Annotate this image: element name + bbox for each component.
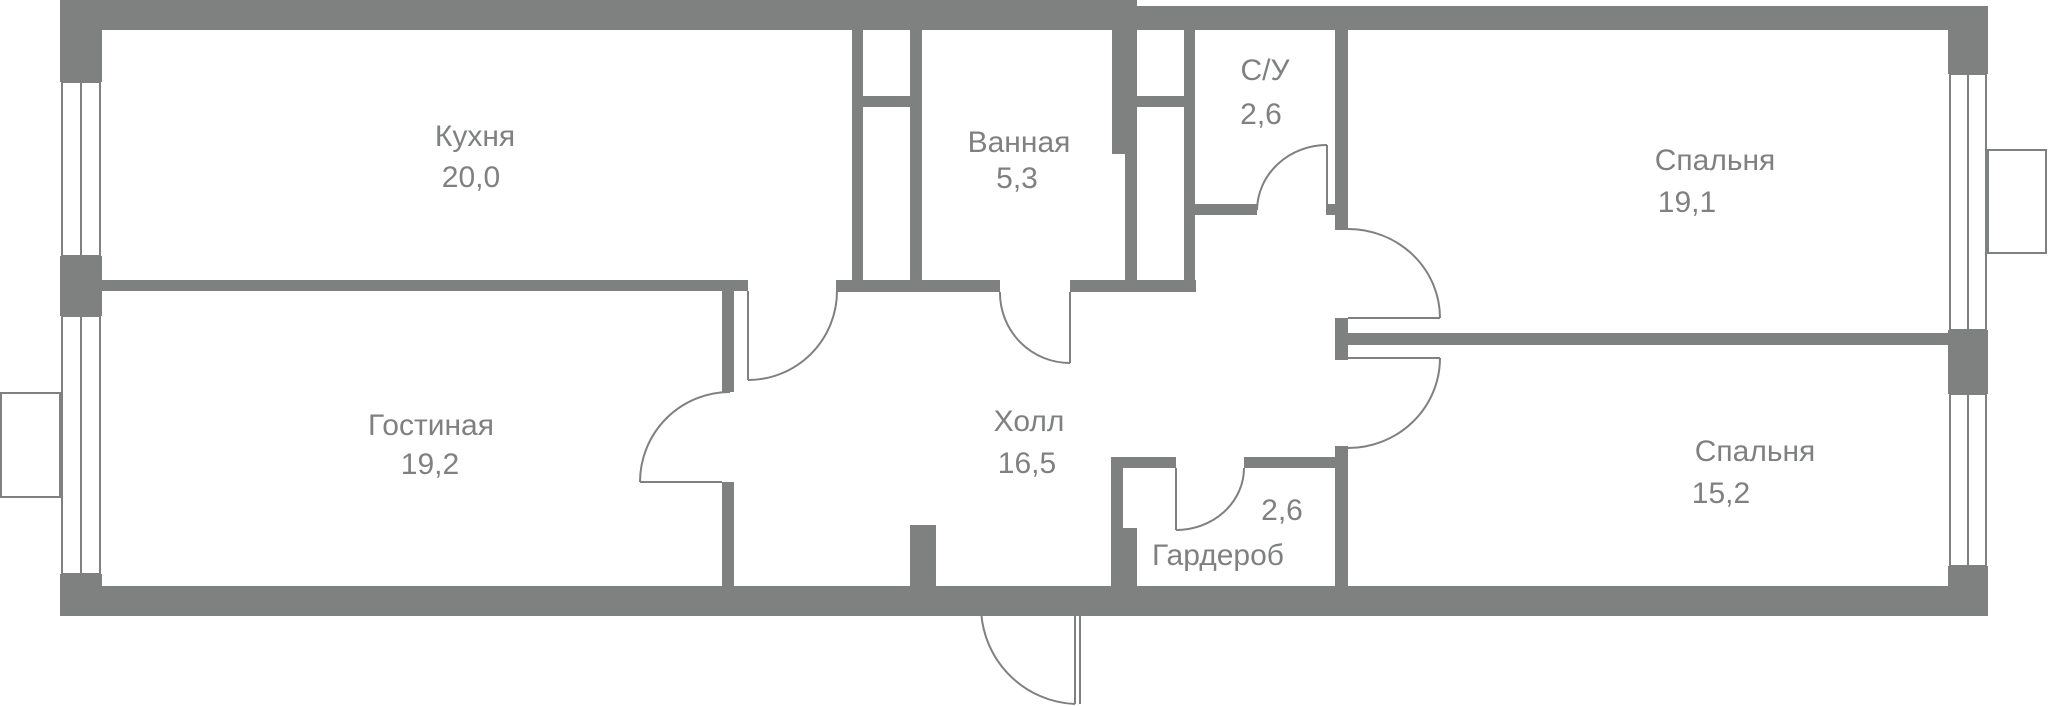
door-entrance bbox=[977, 599, 1084, 705]
door-bedroom-1 bbox=[1347, 228, 1441, 319]
room-area-kitchen: 20,0 bbox=[442, 161, 500, 194]
door-bedroom-2 bbox=[1347, 357, 1441, 449]
room-area-living: 19,2 bbox=[401, 448, 459, 481]
doors bbox=[639, 144, 1441, 705]
room-name-bedroom-1: Спальня bbox=[1655, 144, 1776, 177]
room-name-wc: С/У bbox=[1240, 54, 1290, 87]
room-labels: Кухня 20,0 Ванная 5,3 С/У 2,6 Спальня 19… bbox=[368, 54, 1815, 572]
interior-walls bbox=[100, 30, 1948, 616]
door-wardrobe bbox=[1175, 467, 1245, 531]
door-living bbox=[639, 391, 731, 483]
room-area-bedroom-1: 19,1 bbox=[1658, 186, 1716, 219]
room-name-hall: Холл bbox=[994, 405, 1065, 438]
room-name-living: Гостиная bbox=[368, 409, 494, 442]
door-bathroom bbox=[998, 291, 1071, 364]
room-name-kitchen: Кухня bbox=[435, 120, 515, 153]
windows bbox=[61, 73, 1987, 575]
room-area-wc: 2,6 bbox=[1240, 98, 1282, 131]
room-area-wardrobe: 2,6 bbox=[1261, 494, 1303, 527]
balcony-left bbox=[0, 392, 61, 498]
room-area-bedroom-2: 15,2 bbox=[1692, 477, 1750, 510]
balcony-right bbox=[1987, 149, 2047, 254]
door-kitchen bbox=[747, 290, 838, 381]
room-name-bedroom-2: Спальня bbox=[1695, 435, 1816, 468]
room-name-wardrobe: Гардероб bbox=[1152, 539, 1284, 572]
room-area-hall: 16,5 bbox=[998, 447, 1056, 480]
room-name-bathroom: Ванная bbox=[968, 126, 1071, 159]
door-wc bbox=[1256, 144, 1328, 211]
room-area-bathroom: 5,3 bbox=[996, 162, 1038, 195]
exterior-walls bbox=[60, 0, 1988, 616]
